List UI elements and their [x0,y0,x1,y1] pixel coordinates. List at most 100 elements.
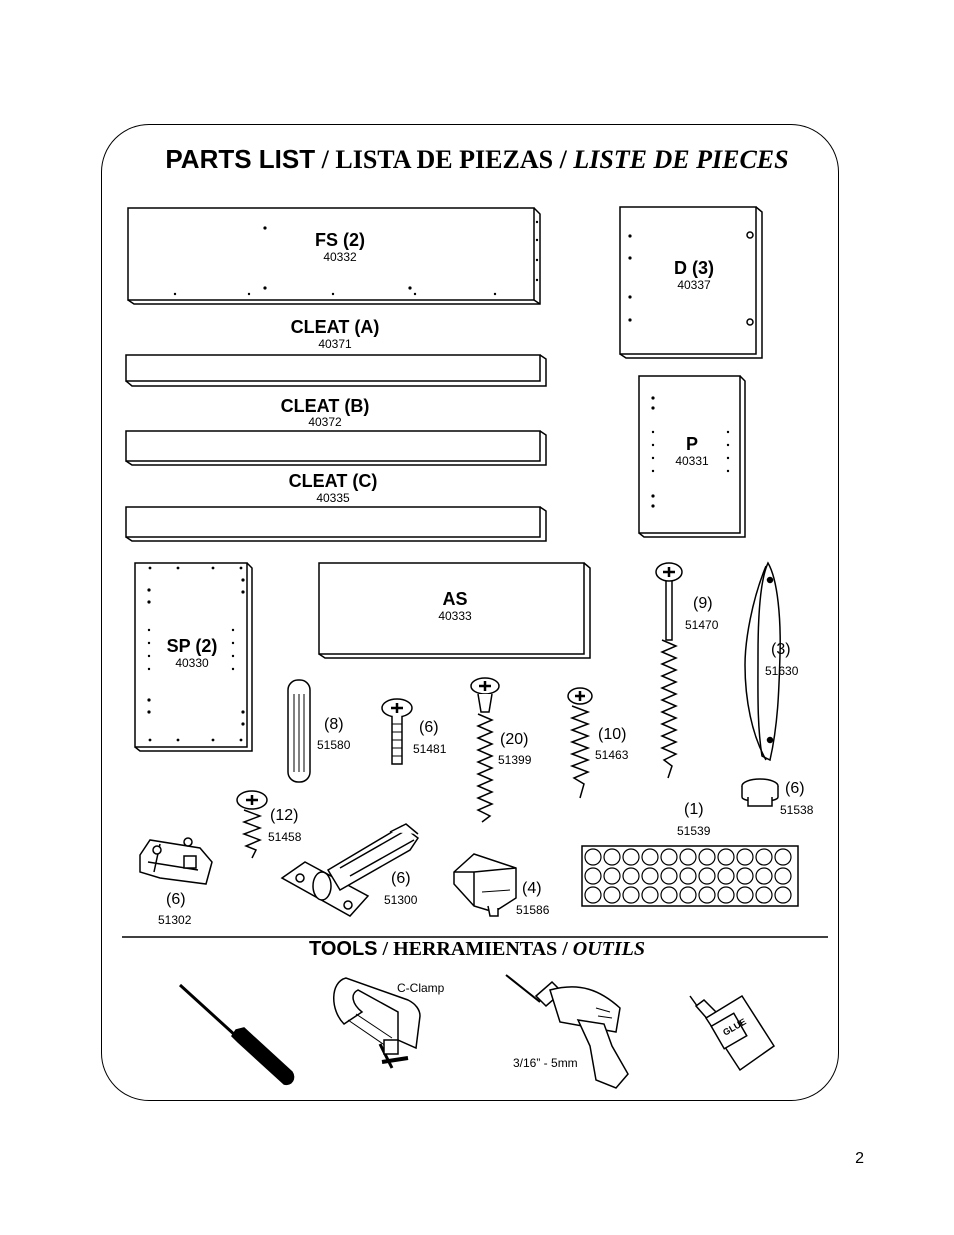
d-number: 40337 [677,278,711,292]
long-screw-qty: (9) [693,595,713,612]
mount-plate-qty: (6) [166,891,186,908]
parts-list-title: PARTS LIST / LISTA DE PIEZAS / LISTE DE … [0,144,954,175]
title-separator: / [553,145,574,174]
handle-drawing [744,561,781,762]
bumper-dot [584,886,602,904]
bumper-dot [584,848,602,866]
long-screw-number: 51470 [685,618,719,632]
foot-number: 51538 [780,803,814,817]
bumper-dot [603,848,621,866]
sp-panel-drawing [134,562,253,752]
cleat-a-label: CLEAT (A) [290,317,380,337]
bumper-dot [736,886,754,904]
cleat-a-drawing [125,354,547,387]
wood-screw-number: 51463 [595,748,629,762]
sp-number: 40330 [175,656,209,670]
bumper-dot [755,848,773,866]
foot-qty: (6) [785,780,805,797]
handle-number: 51630 [765,664,799,678]
d-panel-drawing [619,206,763,359]
d-label: D (3) [674,258,714,278]
bumper-dot [679,848,697,866]
as-number: 40333 [438,609,472,623]
bumper-dot [717,848,735,866]
wood-screw-qty: (10) [598,726,627,743]
hole-dots [147,220,730,742]
bumper-dot [736,848,754,866]
dowel-drawing [287,679,311,783]
hinge-qty: (6) [391,870,411,887]
tools-spanish: HERRAMIENTAS [393,938,558,960]
shelf-support-drawing [453,853,517,917]
bumper-dot [736,867,754,885]
tools-french: OUTILS [572,938,645,960]
dowel-qty: (8) [324,716,344,733]
bumper-dot [603,886,621,904]
tools-separator: / [377,938,394,960]
glue-bottle-icon [689,994,776,1072]
bolt-drawing [381,698,413,765]
bumper-dot [717,886,735,904]
bumper-dot [622,848,640,866]
bumper-dot [641,848,659,866]
c-clamp-icon [333,977,421,1069]
bumper-dot [679,886,697,904]
cleat-b-number: 40372 [308,415,342,429]
page-number: 2 [855,1150,864,1167]
bumper-dot [755,886,773,904]
title-spanish: LISTA DE PIEZAS [335,145,554,174]
title-english: PARTS LIST [165,144,316,174]
bumper-dot [622,867,640,885]
handle-qty: (3) [771,641,791,658]
p-label: P [685,434,698,454]
bumper-dot [774,848,792,866]
p-panel-drawing [638,375,746,538]
shelf-support-qty: (4) [522,880,542,897]
cleat-c-number: 40335 [316,491,350,505]
hinge-number: 51300 [384,893,418,907]
bolt-number: 51481 [413,742,447,756]
dowel-number: 51580 [317,738,351,752]
tools-english: TOOLS [309,938,378,960]
fs-panel-drawing [127,207,541,305]
bumper-dot [698,848,716,866]
foot-drawing [741,778,779,807]
cam-screw-qty: (20) [500,731,529,748]
bumper-dot [717,867,735,885]
as-label: AS [442,589,468,609]
bumper-dot [641,867,659,885]
cleat-b-drawing [125,430,547,466]
bumper-dot [698,867,716,885]
tools-heading: TOOLS / HERRAMIENTAS / OUTILS [0,938,954,961]
small-screw-drawing [236,790,268,859]
bumper-dot [603,867,621,885]
bumpers-number: 51539 [677,824,711,838]
bumper-dot [698,886,716,904]
small-screw-number: 51458 [268,830,302,844]
long-screw-drawing [655,562,683,779]
parts-list-frame [101,124,839,1101]
cleat-b-label: CLEAT (B) [280,396,370,416]
fs-number: 40332 [323,250,357,264]
small-screw-qty: (12) [270,807,299,824]
p-number: 40331 [675,454,709,468]
cleat-c-label: CLEAT (C) [288,471,378,491]
as-panel-drawing [318,562,591,659]
bumpers-qty: (1) [684,801,704,818]
bumper-dot [755,867,773,885]
cleat-a-number: 40371 [318,337,352,351]
bumper-dot [641,886,659,904]
bumper-dot [622,886,640,904]
cam-screw-number: 51399 [498,753,532,767]
drill-icon [505,974,629,1089]
bumper-sheet-drawing [581,845,799,907]
fs-label: FS (2) [314,230,365,250]
bumper-dot [660,867,678,885]
bumper-dot [774,867,792,885]
bumper-dot [660,886,678,904]
c-clamp-label: C-Clamp [397,981,445,995]
tools-separator: / [557,938,573,960]
mount-plate-number: 51302 [158,913,192,927]
drill-bit-size-label: 3/16” - 5mm [513,1056,578,1070]
